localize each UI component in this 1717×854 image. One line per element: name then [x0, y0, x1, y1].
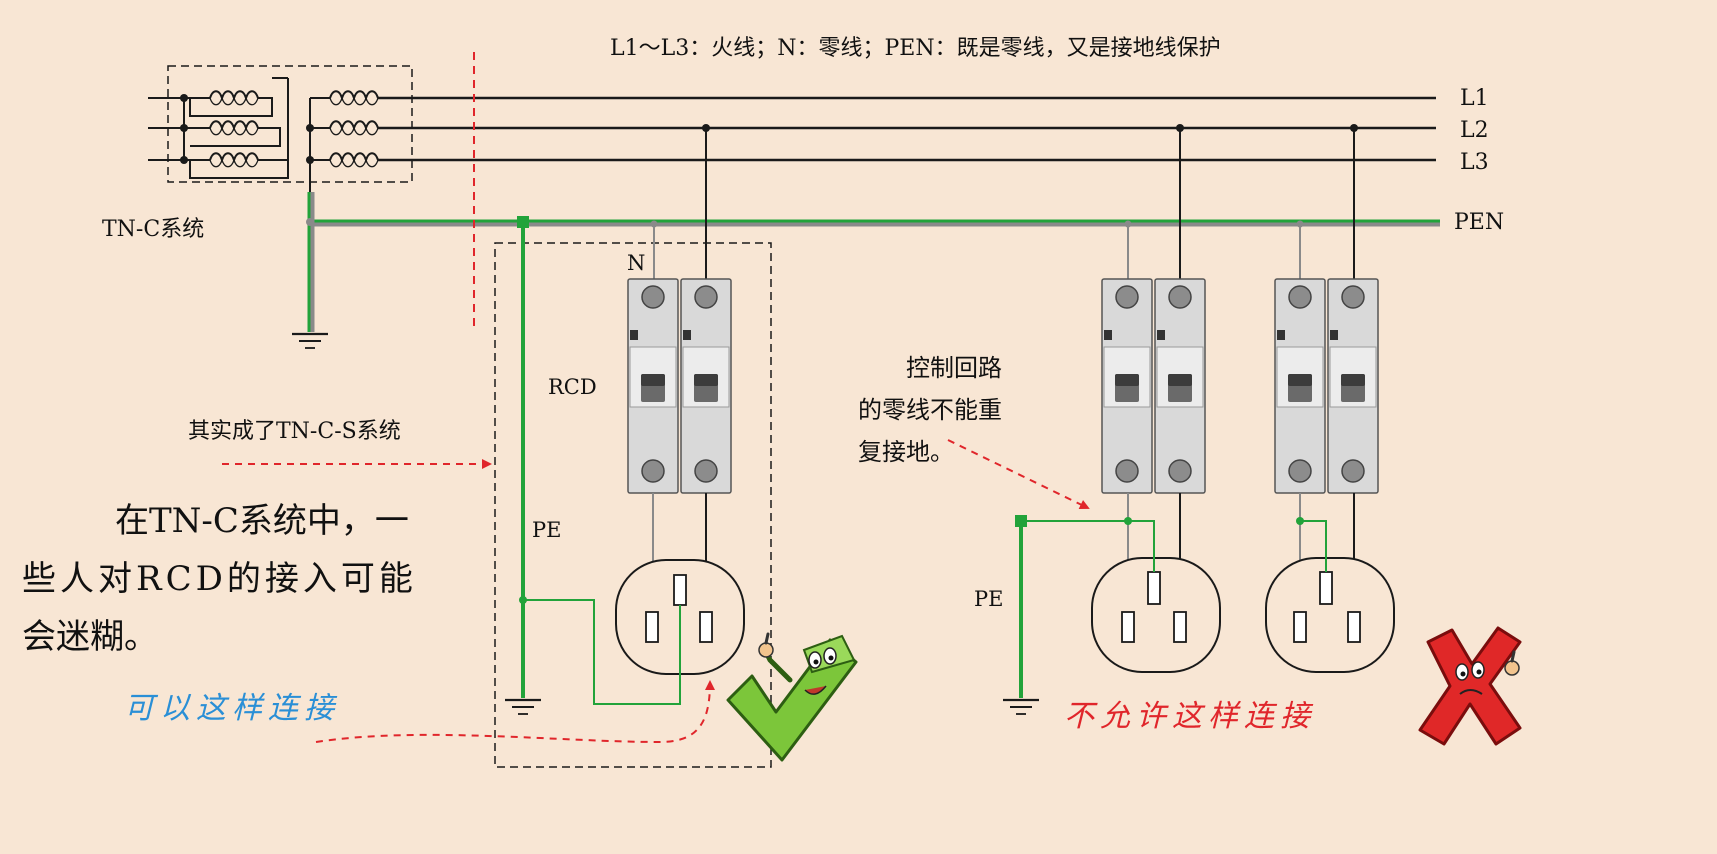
main-text-line-1: 在TN-C系统中，一: [115, 501, 409, 541]
bad-text: 不允许这样连接: [1064, 699, 1316, 734]
breaker-icon[interactable]: [627, 278, 732, 494]
breaker-icon[interactable]: [1101, 278, 1206, 494]
label-l2: L2: [1460, 118, 1489, 143]
main-text-line-2: 些人对RCD的接入可能: [22, 559, 417, 599]
socket-icon: [1265, 557, 1395, 673]
rcd-label: RCD: [548, 375, 597, 399]
note-line-1: 控制回路: [906, 354, 1002, 382]
note-arrow: [947, 439, 1090, 510]
label-pen: PEN: [1454, 210, 1504, 235]
check-mascot-icon: [726, 632, 858, 762]
wiring-diagram: L1～L3：火线；N：零线；PEN：既是零线，又是接地线保护 L1 L2 L3: [22, 36, 1522, 768]
ground-icon: [290, 332, 330, 350]
label-l3: L3: [1460, 150, 1489, 175]
breaker-icon[interactable]: [1274, 278, 1379, 494]
pe-label-left: PE: [532, 518, 561, 542]
cross-mascot-icon: [1418, 626, 1522, 746]
tn-c-s-box: [494, 242, 772, 768]
note-line-3: 复接地。: [858, 438, 954, 466]
ok-text: 可以这样连接: [124, 691, 340, 726]
pe-label-right: PE: [974, 587, 1003, 611]
legend-text: L1～L3：火线；N：零线；PEN：既是零线，又是接地线保护: [610, 36, 1221, 61]
diagram-stage: L1～L3：火线；N：零线；PEN：既是零线，又是接地线保护 L1 L2 L3: [22, 36, 1522, 768]
note-line-2: 的零线不能重: [858, 396, 1002, 424]
label-l1: L1: [1460, 86, 1489, 111]
socket-icon: [1091, 557, 1221, 673]
n-label: N: [627, 251, 645, 275]
main-text-line-3: 会迷糊。: [22, 617, 158, 657]
ok-arrow: [315, 680, 715, 744]
transformer-icon: [148, 65, 413, 192]
becomes-label: 其实成了TN-C-S系统: [188, 419, 401, 444]
system-label: TN-C系统: [102, 217, 204, 242]
